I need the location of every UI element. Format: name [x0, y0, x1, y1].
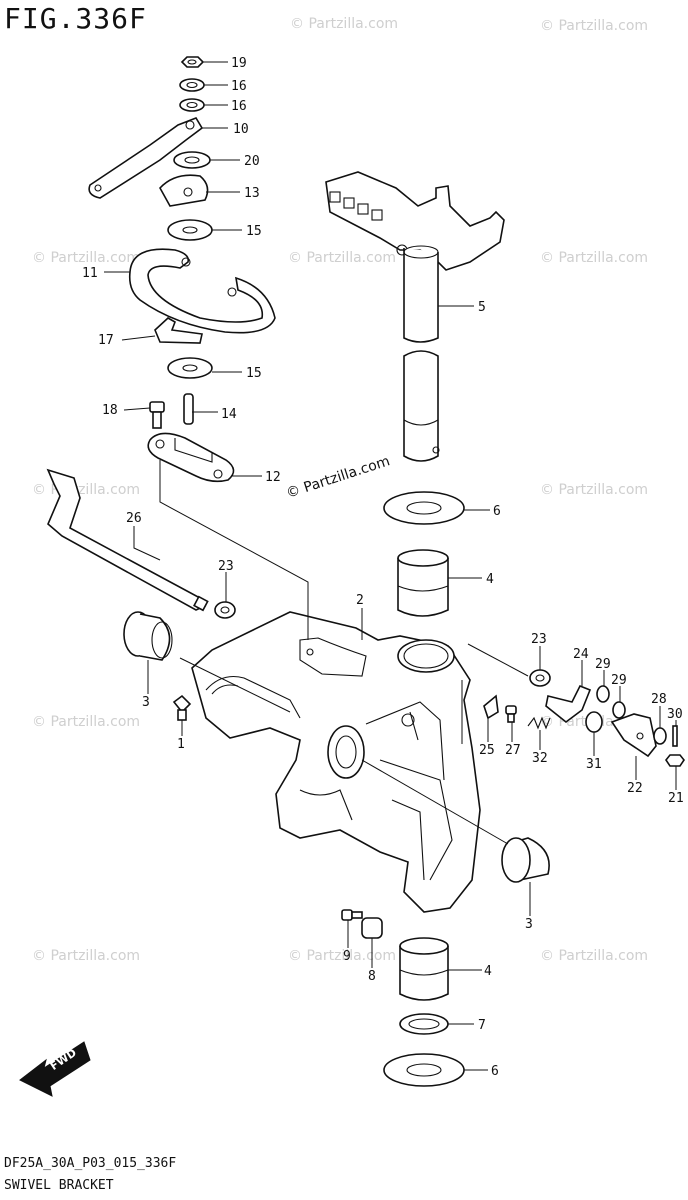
callout-15: 15 [246, 224, 262, 239]
part-handle-11 [128, 248, 276, 334]
part-spring-32 [527, 716, 551, 730]
callout-6: 6 [491, 1064, 499, 1079]
watermark: © Partzilla.com [32, 714, 140, 730]
part-washer-20 [173, 151, 211, 169]
callout-16: 16 [231, 99, 247, 114]
part-rod-26 [46, 468, 209, 612]
part-washer-16a [179, 78, 205, 92]
watermark: © Partzilla.com [540, 250, 648, 266]
callout-3: 3 [142, 695, 150, 710]
callout-27: 27 [505, 743, 521, 758]
callout-19: 19 [231, 56, 247, 71]
callout-23: 23 [218, 559, 234, 574]
part-washer-28 [653, 727, 667, 745]
part-cap-23a [214, 601, 236, 619]
callout-30: 30 [667, 707, 683, 722]
part-bushing-4a [397, 549, 449, 617]
watermark: © Partzilla.com [540, 18, 648, 34]
callout-32: 32 [532, 751, 548, 766]
callout-2: 2 [356, 593, 364, 608]
part-bushing-3b [501, 837, 550, 883]
part-clamp-25 [483, 694, 499, 720]
callout-31: 31 [586, 757, 602, 772]
part-washer-29a [596, 685, 610, 703]
callout-10: 10 [233, 122, 249, 137]
assembly-guide-lines [159, 460, 529, 845]
callout-24: 24 [573, 647, 589, 662]
part-plate-13 [159, 174, 209, 207]
part-washer-15b [167, 357, 213, 379]
callout-labels: 19 16 16 10 20 13 15 11 17 15 18 14 12 5… [82, 56, 684, 1079]
center-copyright: © Partzilla.com [284, 453, 392, 502]
part-bushing-4b [399, 937, 449, 1001]
part-plate-12 [147, 432, 235, 483]
part-cap-23b [529, 669, 551, 687]
watermark: © Partzilla.com [540, 482, 648, 498]
part-swivel-bracket-2 [191, 611, 481, 913]
part-clip-31 [585, 711, 603, 733]
callout-4: 4 [484, 964, 492, 979]
callout-21: 21 [668, 791, 684, 806]
callout-9: 9 [343, 949, 351, 964]
watermark: © Partzilla.com [288, 948, 396, 964]
watermark: © Partzilla.com [32, 250, 140, 266]
callout-13: 13 [244, 186, 260, 201]
part-lever-10 [88, 117, 204, 199]
callout-4: 4 [486, 572, 494, 587]
part-clip-17 [154, 317, 203, 344]
part-bushing-3a [123, 611, 173, 661]
part-link-24 [545, 684, 592, 724]
watermark: © Partzilla.com [32, 482, 140, 498]
part-nut-21 [665, 754, 685, 767]
callout-22: 22 [627, 781, 643, 796]
callout-14: 14 [221, 407, 237, 422]
callout-23: 23 [531, 632, 547, 647]
part-pin-14 [183, 393, 194, 425]
part-washer-15a [167, 219, 213, 241]
part-bolt-9 [341, 909, 363, 921]
callout-15: 15 [246, 366, 262, 381]
watermark: © Partzilla.com [540, 948, 648, 964]
part-column-5 [325, 171, 505, 462]
part-grease-nipple-1 [172, 694, 192, 721]
leader-lines [104, 61, 677, 1071]
callout-8: 8 [368, 969, 376, 984]
part-bolt-18 [149, 401, 165, 429]
callout-29: 29 [611, 673, 627, 688]
callout-5: 5 [478, 300, 486, 315]
callout-7: 7 [478, 1018, 486, 1033]
watermark: © Partzilla.com [290, 16, 398, 32]
part-nut-19 [180, 56, 205, 68]
callout-16: 16 [231, 79, 247, 94]
part-pin-30 [672, 725, 678, 747]
callout-12: 12 [265, 470, 281, 485]
part-screw-27 [505, 705, 517, 723]
part-bracket-22 [610, 713, 657, 758]
part-washer-16b [179, 98, 205, 112]
callout-20: 20 [244, 154, 260, 169]
callout-1: 1 [177, 737, 185, 752]
callout-29: 29 [595, 657, 611, 672]
callout-26: 26 [126, 511, 142, 526]
watermark: © Partzilla.com [288, 250, 396, 266]
callout-25: 25 [479, 743, 495, 758]
part-washer-6b [383, 1053, 465, 1087]
fwd-arrow: FWD [19, 1041, 91, 1097]
callout-18: 18 [102, 403, 118, 418]
part-washer-29b [612, 701, 626, 719]
callout-11: 11 [82, 266, 98, 281]
figure-title: FIG.336F [4, 2, 147, 35]
watermark: © Partzilla.com [32, 948, 140, 964]
part-ring-7 [399, 1013, 449, 1035]
drawing-title: SWIVEL BRACKET [4, 1178, 114, 1193]
callout-6: 6 [493, 504, 501, 519]
callout-3: 3 [525, 917, 533, 932]
callout-17: 17 [98, 333, 114, 348]
part-stopper-8 [361, 917, 383, 939]
drawing-code: DF25A_30A_P03_015_336F [4, 1156, 177, 1171]
callout-28: 28 [651, 692, 667, 707]
part-washer-6a [383, 491, 465, 525]
